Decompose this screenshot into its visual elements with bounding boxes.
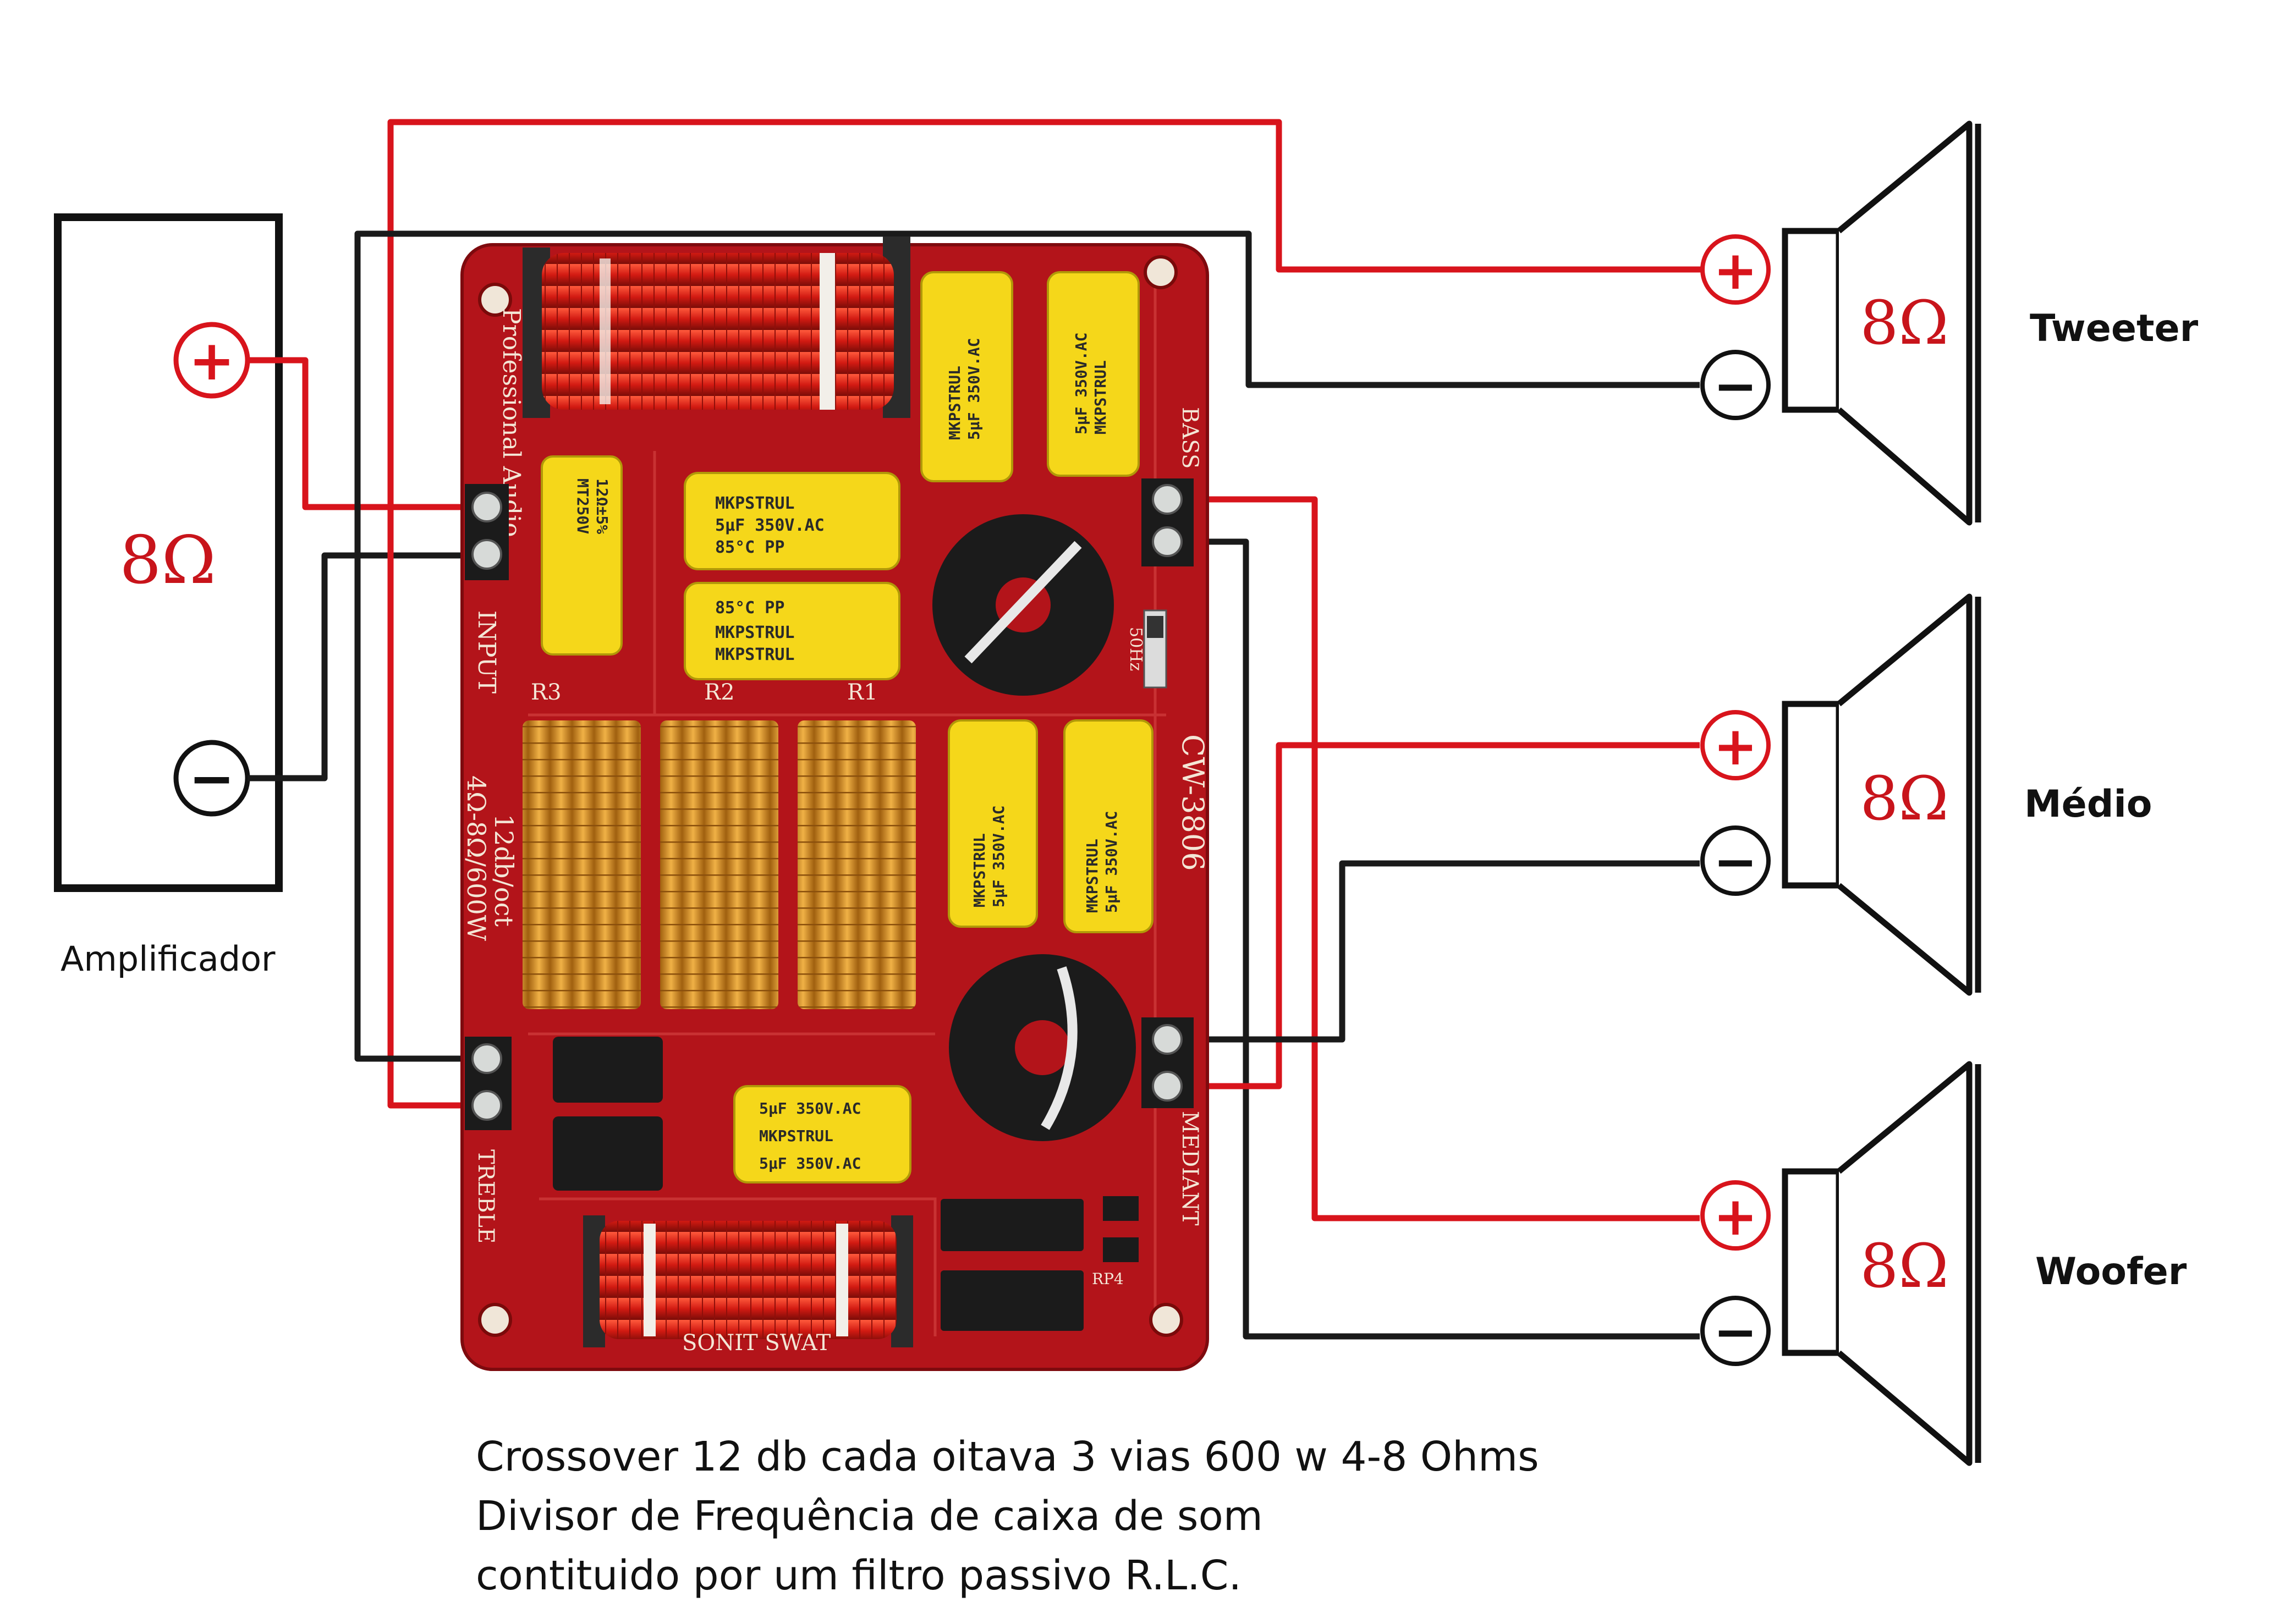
- switch-50hz: 50Hz: [1126, 609, 1167, 689]
- capacitor-right-2: MKPSTRUL 5μF 350V.AC: [1063, 719, 1154, 933]
- bass-terminal: BASS: [1141, 407, 1202, 566]
- svg-text:MKPSTRUL: MKPSTRUL: [759, 1127, 833, 1145]
- svg-text:+: +: [1713, 240, 1757, 301]
- speaker-woofer: 8Ω + −: [1700, 1061, 1981, 1466]
- bass-label: BASS: [1177, 407, 1202, 469]
- capacitor-top-2: 5μF 350V.AC MKPSTRUL: [1047, 271, 1140, 477]
- resistor-label-r3: R3: [531, 680, 562, 705]
- wire-tweeter-positive: [387, 119, 1702, 1109]
- resistor-r3-cap: 12Ω±5% MT250V: [541, 455, 623, 656]
- woofer-negative-terminal: [1700, 1296, 1771, 1366]
- svg-text:5μF 350V.AC: 5μF 350V.AC: [990, 806, 1008, 907]
- wires: [248, 119, 1702, 1340]
- svg-text:−: −: [1713, 355, 1757, 417]
- wire-tweeter-negative: [354, 230, 1700, 1062]
- svg-text:5μF 350V.AC: 5μF 350V.AC: [1072, 333, 1090, 434]
- svg-text:MKPSTRUL: MKPSTRUL: [970, 833, 988, 907]
- svg-text:MKPSTRUL: MKPSTRUL: [946, 366, 964, 440]
- svg-text:5μF 350V.AC: 5μF 350V.AC: [965, 338, 983, 440]
- bottom-resistor-blocks: RP4: [941, 1196, 1139, 1331]
- medio-negative-terminal: [1700, 825, 1771, 896]
- wire-medio-positive: [1202, 742, 1700, 1089]
- amplifier-label: Amplificador: [61, 939, 276, 979]
- capacitor-bottom: 5μF 350V.AC MKPSTRUL 5μF 350V.AC: [733, 1085, 911, 1183]
- wire-amp-negative: [248, 552, 484, 781]
- svg-text:MKPSTRUL: MKPSTRUL: [715, 645, 795, 664]
- svg-text:MT250V: MT250V: [574, 478, 592, 534]
- input-terminal: [465, 484, 509, 580]
- wire-woofer-negative: [1202, 538, 1700, 1340]
- wire-woofer-positive: [1202, 496, 1700, 1221]
- svg-text:5μF 350V.AC: 5μF 350V.AC: [759, 1099, 861, 1117]
- tweeter-impedance: 8Ω: [1860, 288, 1948, 358]
- amplifier-positive-terminal: +: [173, 322, 250, 399]
- svg-text:MKPSTRUL: MKPSTRUL: [1083, 839, 1101, 913]
- caption-line-2: Divisor de Frequência de caixa de som: [476, 1493, 1263, 1540]
- svg-text:85°C PP: 85°C PP: [715, 538, 784, 557]
- svg-text:+: +: [1713, 715, 1757, 777]
- mediant-terminal: MEDIANT: [1141, 1017, 1202, 1226]
- crossover-board: MKPSTRUL 5μF 350V.AC 5μF 350V.AC MKPSTRU…: [460, 236, 1210, 1371]
- woofer-impedance: 8Ω: [1860, 1231, 1948, 1301]
- input-label: INPUT: [473, 610, 501, 693]
- amplifier: 8Ω + −: [54, 213, 283, 892]
- caption: Crossover 12 db cada oitava 3 vias 600 w…: [476, 1427, 1576, 1605]
- treble-label: TREBLE: [473, 1149, 498, 1243]
- capacitor-mid-1: MKPSTRUL 5μF 350V.AC 85°C PP: [684, 472, 900, 570]
- spec-slope: 12db/oct: [489, 814, 519, 927]
- treble-terminal: TREBLE: [465, 1037, 512, 1243]
- medio-impedance: 8Ω: [1860, 763, 1948, 834]
- wire-medio-negative: [1202, 860, 1700, 1043]
- tweeter-negative-terminal: [1700, 350, 1771, 420]
- speaker-tweeter: 8Ω + −: [1700, 120, 1981, 526]
- power-resistors: [523, 720, 916, 1009]
- woofer-label: Woofer: [2035, 1250, 2187, 1293]
- woofer-positive-terminal: [1700, 1180, 1771, 1251]
- caption-line-3: contituido por um filtro passivo R.L.C.: [476, 1552, 1242, 1599]
- svg-text:RP4: RP4: [1092, 1270, 1124, 1288]
- svg-text:5μF 350V.AC: 5μF 350V.AC: [759, 1154, 861, 1172]
- svg-text:−: −: [189, 746, 235, 811]
- spec-power: 4Ω-8Ω/600W: [462, 775, 491, 942]
- model-label: CW-3806: [1176, 734, 1210, 871]
- svg-text:12Ω±5%: 12Ω±5%: [593, 478, 611, 534]
- wire-amp-positive: [248, 357, 484, 510]
- svg-text:MKPSTRUL: MKPSTRUL: [1091, 360, 1109, 434]
- svg-text:50Hz: 50Hz: [1126, 627, 1145, 671]
- capacitor-top-1: MKPSTRUL 5μF 350V.AC: [920, 271, 1013, 482]
- toroid-inductor-1: [932, 514, 1114, 696]
- resistor-label-r2: R2: [704, 680, 735, 705]
- toroid-inductor-2: [949, 954, 1136, 1141]
- mediant-label: MEDIANT: [1177, 1111, 1202, 1226]
- svg-text:−: −: [1713, 831, 1757, 893]
- amplifier-impedance: 8Ω: [119, 522, 216, 599]
- capacitor-mid-2: 85°C PP MKPSTRUL MKPSTRUL: [684, 582, 900, 680]
- svg-text:MKPSTRUL: MKPSTRUL: [715, 623, 795, 642]
- resistor-label-r1: R1: [847, 680, 878, 705]
- svg-text:+: +: [1713, 1186, 1757, 1247]
- tweeter-label: Tweeter: [2030, 307, 2199, 350]
- svg-text:5μF 350V.AC: 5μF 350V.AC: [715, 516, 825, 535]
- inductor-bottom: SONIT SWAT: [583, 1215, 913, 1356]
- svg-text:+: +: [189, 328, 235, 393]
- coil-label: SONIT SWAT: [682, 1330, 831, 1356]
- amplifier-negative-terminal: −: [173, 740, 250, 817]
- tweeter-positive-terminal: [1700, 234, 1771, 305]
- mounting-holes: [478, 255, 1183, 1337]
- medio-positive-terminal: [1700, 710, 1771, 780]
- caption-line-1: Crossover 12 db cada oitava 3 vias 600 w…: [476, 1433, 1539, 1480]
- svg-text:5μF 350V.AC: 5μF 350V.AC: [1102, 811, 1120, 913]
- inductor-top: [523, 236, 910, 418]
- svg-text:−: −: [1713, 1301, 1757, 1363]
- treble-blocks: [553, 1037, 663, 1191]
- medio-label: Médio: [2024, 783, 2152, 826]
- speaker-medio: 8Ω + −: [1700, 593, 1981, 996]
- svg-text:MKPSTRUL: MKPSTRUL: [715, 494, 795, 513]
- capacitor-right-1: MKPSTRUL 5μF 350V.AC: [948, 719, 1038, 928]
- svg-text:85°C PP: 85°C PP: [715, 598, 784, 618]
